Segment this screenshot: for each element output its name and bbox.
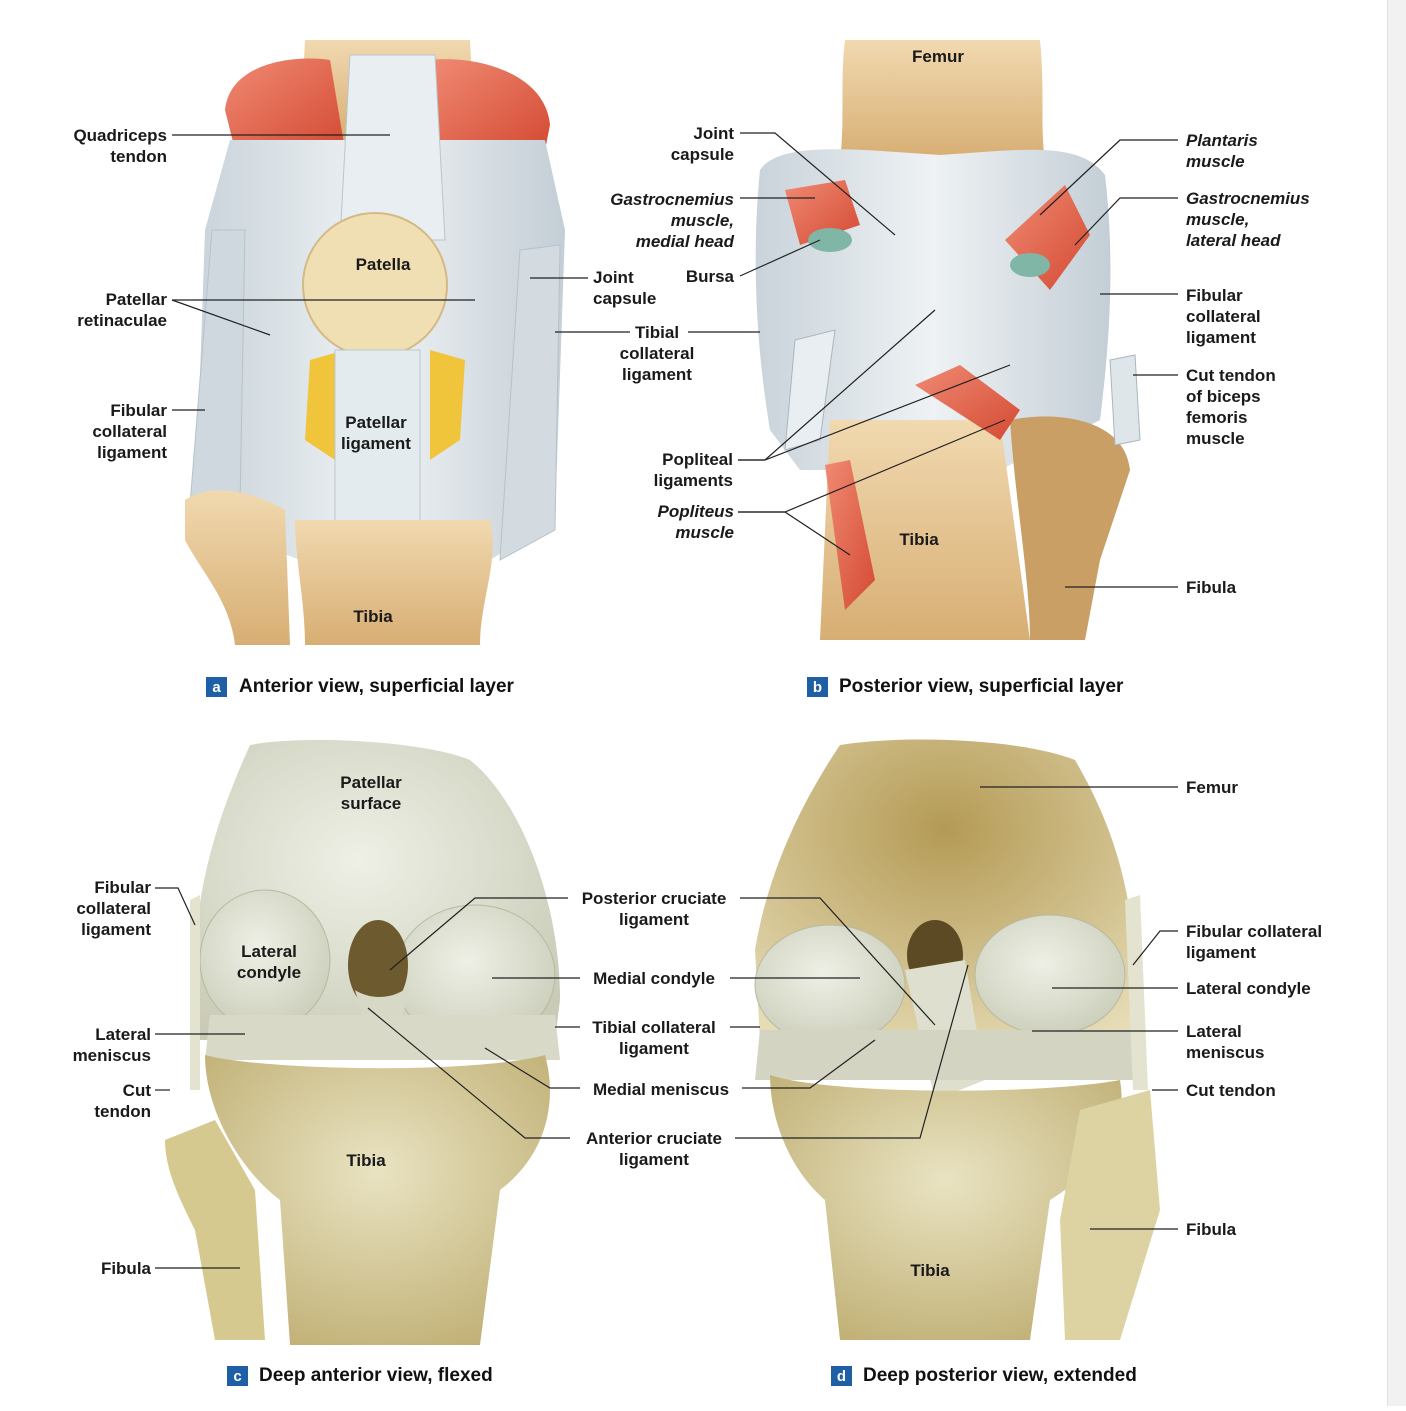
label-tibia-b: Tibia bbox=[899, 530, 939, 549]
caption-text-a: Anterior view, superficial layer bbox=[239, 676, 515, 697]
caption-letter-c: c bbox=[233, 1368, 241, 1385]
label-fibula-d: Fibula bbox=[1186, 1220, 1237, 1239]
caption-text-b: Posterior view, superficial layer bbox=[839, 676, 1124, 697]
label-medial-condyle: Medial condyle bbox=[593, 969, 715, 988]
caption-d: d Deep posterior view, extended bbox=[831, 1365, 1137, 1386]
label-tibia-d: Tibia bbox=[910, 1261, 950, 1280]
caption-text-d: Deep posterior view, extended bbox=[863, 1365, 1137, 1386]
label-tibia-a: Tibia bbox=[353, 607, 393, 626]
caption-text-c: Deep anterior view, flexed bbox=[259, 1365, 493, 1386]
panel-a-illustration bbox=[185, 40, 565, 645]
label-patella: Patella bbox=[356, 255, 411, 274]
label-medial-meniscus: Medial meniscus bbox=[593, 1080, 729, 1099]
leader-lines bbox=[155, 132, 1178, 1269]
caption-b: b Posterior view, superficial layer bbox=[807, 676, 1124, 697]
label-tibia-c: Tibia bbox=[346, 1151, 386, 1170]
vertical-scrollbar[interactable] bbox=[1387, 0, 1406, 1406]
panel-c-photo bbox=[165, 740, 560, 1345]
label-cut-tendon-d: Cut tendon bbox=[1186, 1081, 1276, 1100]
caption-letter-b: b bbox=[813, 679, 822, 696]
caption-c: c Deep anterior view, flexed bbox=[227, 1365, 493, 1386]
label-femur-b: Femur bbox=[912, 47, 964, 66]
panel-b-illustration bbox=[755, 40, 1141, 640]
label-lateral-condyle-d: Lateral condyle bbox=[1186, 979, 1311, 998]
label-femur-d: Femur bbox=[1186, 778, 1238, 797]
label-bursa: Bursa bbox=[686, 267, 735, 286]
caption-letter-d: d bbox=[837, 1368, 846, 1385]
caption-letter-a: a bbox=[212, 679, 221, 696]
label-fibula-c: Fibula bbox=[101, 1259, 152, 1278]
caption-a: a Anterior view, superficial layer bbox=[206, 676, 515, 697]
label-fibula-b: Fibula bbox=[1186, 578, 1237, 597]
panel-d-photo bbox=[754, 739, 1160, 1340]
